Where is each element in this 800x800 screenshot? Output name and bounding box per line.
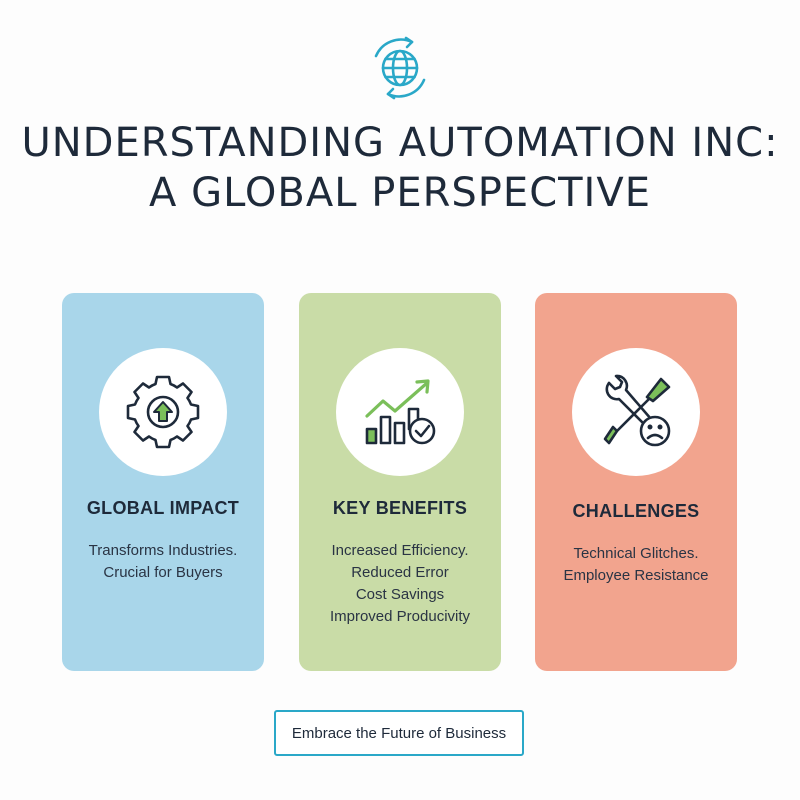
gear-upload-icon bbox=[126, 375, 200, 449]
card-line: Technical Glitches. bbox=[573, 545, 699, 562]
globe-refresh-icon bbox=[360, 28, 440, 108]
card-text: Technical Glitches. Employee Resistance bbox=[535, 543, 737, 587]
card-line: Crucial for Buyers bbox=[103, 564, 223, 581]
embrace-future-button[interactable]: Embrace the Future of Business bbox=[274, 710, 524, 756]
card-challenges: CHALLENGES Technical Glitches. Employee … bbox=[535, 293, 737, 671]
card-text: Transforms Industries. Crucial for Buyer… bbox=[62, 540, 264, 584]
growth-chart-check-icon bbox=[365, 379, 436, 445]
card-line: Employee Resistance bbox=[563, 567, 709, 584]
page-title: UNDERSTANDING AUTOMATION INC: A GLOBAL P… bbox=[0, 118, 800, 218]
card-line: Increased Efficiency. bbox=[331, 542, 469, 559]
title-line-1: UNDERSTANDING AUTOMATION INC: bbox=[21, 120, 779, 166]
card-global-impact: GLOBAL IMPACT Transforms Industries. Cru… bbox=[62, 293, 264, 671]
card-line: Improved Producivity bbox=[329, 608, 471, 625]
card-key-benefits: KEY BENEFITS Increased Efficiency. Reduc… bbox=[299, 293, 501, 671]
card-title: KEY BENEFITS bbox=[332, 498, 468, 518]
card-line: Cost Savings bbox=[355, 586, 445, 603]
title-line-2: A GLOBAL PERSPECTIVE bbox=[149, 170, 651, 216]
card-line: Transforms Industries. bbox=[88, 542, 238, 559]
card-title: CHALLENGES bbox=[572, 501, 700, 521]
tools-sad-face-icon bbox=[603, 374, 671, 447]
card-title: GLOBAL IMPACT bbox=[86, 498, 240, 518]
card-icon-circle bbox=[336, 348, 464, 476]
card-line: Reduced Error bbox=[351, 564, 449, 581]
card-text: Increased Efficiency. Reduced Error Cost… bbox=[299, 540, 501, 628]
card-icon-circle bbox=[99, 348, 227, 476]
card-icon-circle bbox=[572, 348, 700, 476]
